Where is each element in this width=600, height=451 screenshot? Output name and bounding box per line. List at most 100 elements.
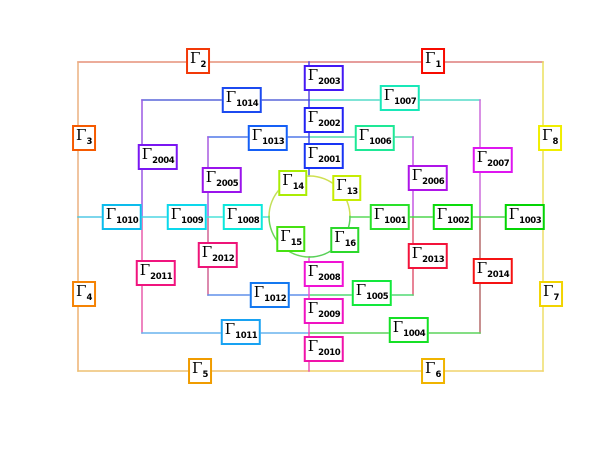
boundary-label-2012: Γ2012: [197, 242, 239, 268]
gamma-symbol: Γ: [307, 144, 319, 162]
gamma-symbol: Γ: [141, 145, 153, 163]
gamma-symbol: Γ: [253, 283, 265, 301]
gamma-subscript: 1007: [394, 97, 417, 107]
boundary-label-1013: Γ1013: [247, 125, 289, 151]
gamma-subscript: 2004: [152, 156, 175, 166]
gamma-subscript: 2003: [318, 77, 341, 87]
gamma-symbol: Γ: [282, 171, 293, 189]
boundary-label-1010: Γ1010: [101, 204, 143, 230]
gamma-subscript: 1011: [235, 331, 258, 341]
boundary-label-4: Γ4: [72, 281, 96, 307]
gamma-subscript: 1010: [116, 216, 139, 226]
gamma-symbol: Γ: [307, 66, 319, 84]
gamma-subscript: 2014: [487, 270, 510, 280]
boundary-label-2014: Γ2014: [472, 258, 514, 284]
gamma-subscript: 1004: [403, 329, 426, 339]
gamma-subscript: 2002: [318, 119, 341, 129]
boundary-label-14: Γ14: [278, 170, 308, 196]
gamma-symbol: Γ: [425, 49, 436, 67]
gamma-subscript: 2005: [216, 179, 239, 189]
boundary-label-1005: Γ1005: [351, 280, 393, 306]
gamma-symbol: Γ: [139, 261, 151, 279]
gamma-symbol: Γ: [226, 205, 238, 223]
gamma-subscript: 4: [86, 293, 92, 303]
gamma-subscript: 1012: [264, 294, 287, 304]
gamma-symbol: Γ: [201, 243, 213, 261]
gamma-subscript: 1005: [366, 292, 389, 302]
boundary-label-1006: Γ1006: [354, 125, 396, 151]
boundary-label-2: Γ2: [186, 48, 210, 74]
gamma-subscript: 5: [202, 370, 208, 380]
boundary-label-1009: Γ1009: [166, 204, 208, 230]
gamma-subscript: 1009: [181, 216, 204, 226]
gamma-symbol: Γ: [224, 320, 236, 338]
gamma-subscript: 1013: [262, 137, 285, 147]
gamma-subscript: 1: [435, 60, 441, 70]
gamma-symbol: Γ: [411, 244, 423, 262]
gamma-subscript: 1001: [384, 216, 407, 226]
gamma-subscript: 8: [552, 137, 558, 147]
gamma-symbol: Γ: [336, 176, 347, 194]
gamma-symbol: Γ: [383, 86, 395, 104]
boundary-label-2004: Γ2004: [137, 144, 179, 170]
gamma-symbol: Γ: [543, 282, 554, 300]
gamma-subscript: 2008: [318, 273, 341, 283]
gamma-subscript: 16: [344, 239, 356, 249]
boundary-label-1003: Γ1003: [504, 204, 546, 230]
gamma-subscript: 13: [346, 187, 358, 197]
boundary-label-5: Γ5: [188, 358, 212, 384]
gamma-symbol: Γ: [76, 282, 87, 300]
gamma-symbol: Γ: [280, 227, 291, 245]
gamma-subscript: 1006: [369, 137, 392, 147]
gamma-subscript: 2: [200, 60, 206, 70]
gamma-symbol: Γ: [373, 205, 385, 223]
boundary-label-1: Γ1: [421, 48, 445, 74]
boundary-label-6: Γ6: [421, 358, 445, 384]
gamma-symbol: Γ: [105, 205, 117, 223]
gamma-symbol: Γ: [307, 262, 319, 280]
boundary-label-1014: Γ1014: [221, 87, 263, 113]
boundary-label-2007: Γ2007: [472, 147, 514, 173]
gamma-subscript: 2011: [150, 272, 173, 282]
gamma-symbol: Γ: [436, 205, 448, 223]
gamma-symbol: Γ: [205, 168, 217, 186]
gamma-symbol: Γ: [251, 126, 263, 144]
boundary-label-1004: Γ1004: [388, 317, 430, 343]
gamma-symbol: Γ: [542, 126, 553, 144]
boundary-label-2005: Γ2005: [201, 167, 243, 193]
boundary-label-1007: Γ1007: [379, 85, 421, 111]
gamma-symbol: Γ: [307, 108, 319, 126]
gamma-subscript: 2012: [212, 254, 235, 264]
gamma-subscript: 2001: [318, 155, 341, 165]
gamma-subscript: 2007: [487, 159, 510, 169]
boundary-label-2001: Γ2001: [303, 143, 345, 169]
gamma-symbol: Γ: [392, 318, 404, 336]
boundary-label-1008: Γ1008: [222, 204, 264, 230]
boundary-label-2013: Γ2013: [407, 243, 449, 269]
gamma-symbol: Γ: [192, 359, 203, 377]
gamma-symbol: Γ: [411, 166, 423, 184]
gamma-subscript: 1003: [519, 216, 542, 226]
boundary-label-16: Γ16: [330, 227, 360, 253]
gamma-subscript: 2006: [422, 177, 445, 187]
gamma-subscript: 1008: [237, 216, 260, 226]
gamma-symbol: Γ: [170, 205, 182, 223]
boundary-label-2002: Γ2002: [303, 107, 345, 133]
boundary-label-13: Γ13: [332, 175, 362, 201]
boundary-label-2009: Γ2009: [303, 298, 345, 324]
gamma-subscript: 1014: [236, 99, 259, 109]
gamma-symbol: Γ: [425, 359, 436, 377]
boundary-label-2003: Γ2003: [303, 65, 345, 91]
gamma-symbol: Γ: [307, 299, 319, 317]
gamma-subscript: 2010: [318, 348, 341, 358]
boundary-label-15: Γ15: [276, 226, 306, 252]
gamma-subscript: 15: [290, 238, 302, 248]
boundary-label-1002: Γ1002: [432, 204, 474, 230]
gamma-subscript: 2013: [422, 255, 445, 265]
boundary-label-1012: Γ1012: [249, 282, 291, 308]
gamma-symbol: Γ: [190, 49, 201, 67]
gamma-symbol: Γ: [76, 126, 87, 144]
gamma-symbol: Γ: [476, 259, 488, 277]
